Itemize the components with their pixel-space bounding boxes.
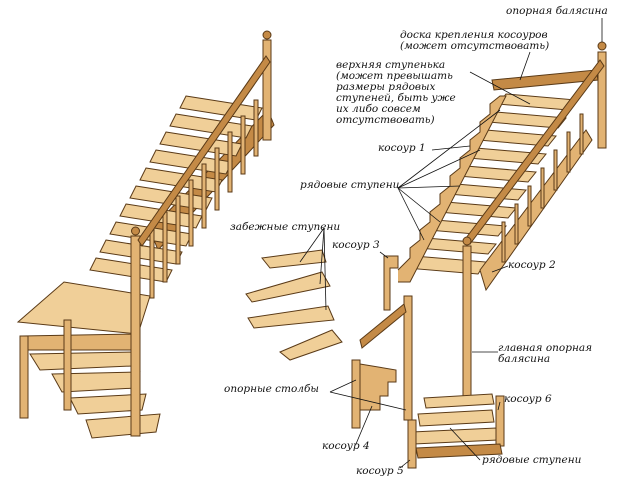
label-stringer-4: косоур 4 (322, 440, 370, 452)
main-post-cap (131, 226, 140, 236)
top-support-baluster (597, 51, 607, 149)
label-regular-steps-top: рядовые ступени (300, 179, 400, 191)
stringer-2 (479, 129, 593, 292)
stringer-3 (383, 255, 399, 311)
lower-flight-steps (29, 351, 161, 439)
label-main-baluster: главная опорная балясина (498, 342, 593, 365)
top-post-cap (262, 30, 272, 40)
label-stringer-board: доска крепления косоуров (может отсутств… (400, 29, 550, 52)
exploded-balusters (501, 113, 584, 263)
stringer-4 (359, 363, 397, 411)
top-support-cap (597, 41, 607, 51)
label-stringer-3: косоур 3 (332, 239, 380, 251)
left-post-mid (63, 319, 72, 411)
winder-steps-fan (245, 249, 343, 361)
upper-flight-exploded (397, 41, 607, 397)
label-stringer-5: косоур 5 (356, 465, 404, 477)
winder-landing (16, 281, 151, 335)
stringer-5 (407, 419, 417, 469)
label-stringer-2: косоур 2 (508, 259, 556, 271)
main-post (130, 235, 141, 437)
left-post-front (19, 335, 29, 419)
stringer-1 (397, 95, 507, 283)
winder-step (21, 333, 139, 351)
label-regular-steps-bottom: рядовые ступени (482, 454, 582, 466)
winder-frame (351, 255, 413, 429)
label-winder-steps: забежные ступени (230, 221, 341, 233)
label-top-step: верхняя ступенька (может превышать разме… (336, 59, 456, 126)
label-support-baluster: опорная балясина (506, 5, 608, 17)
handrail (137, 55, 271, 247)
assembled-staircase (16, 30, 275, 439)
support-post-2 (403, 295, 413, 421)
support-post-1 (351, 359, 361, 429)
label-support-posts: опорные столбы (224, 383, 319, 395)
main-baluster-cap (462, 236, 472, 246)
label-stringer-1: косоур 1 (378, 142, 426, 154)
main-support-baluster (462, 245, 472, 397)
label-stringer-6: косоур 6 (504, 393, 552, 405)
upper-frame-rail (359, 303, 407, 349)
upper-balusters (149, 99, 259, 299)
top-post (262, 39, 272, 141)
leader-lines (299, 18, 603, 469)
